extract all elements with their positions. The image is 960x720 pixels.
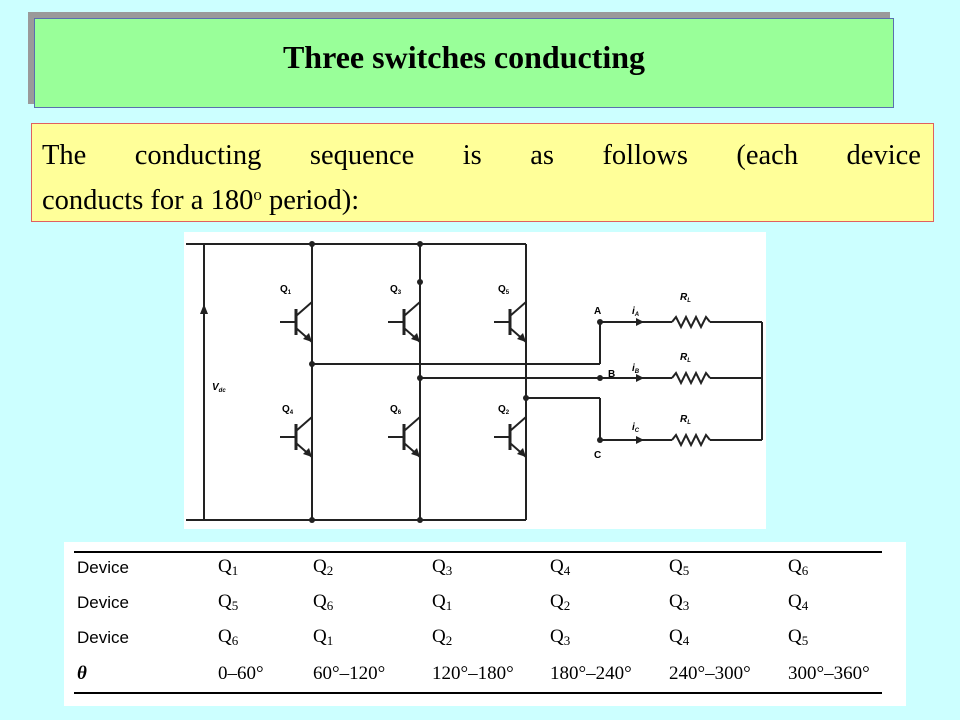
desc-word: sequence: [309, 140, 415, 171]
table-cell: Q3: [432, 556, 453, 578]
description-line-2: conducts for a 180o period):: [42, 175, 921, 220]
table-cell: Q1: [313, 626, 334, 648]
table-cell: 120°–180°: [432, 663, 514, 684]
transistor-q2-icon: [492, 415, 528, 459]
table-cell: Q2: [432, 626, 453, 648]
resistor-b-icon: [671, 372, 711, 384]
transistor-q3-icon: [386, 300, 422, 344]
label-q5: Q5: [498, 284, 510, 296]
desc-word: conducting: [134, 140, 262, 171]
label-q1: Q1: [280, 284, 292, 296]
table-cell: Q1: [432, 591, 453, 613]
description-box: The conducting sequence is as follows (e…: [31, 123, 934, 222]
desc-word: device: [846, 140, 921, 171]
table-cell: Q6: [788, 556, 809, 578]
table-cell: Q6: [218, 626, 239, 648]
description-line-1: The conducting sequence is as follows (e…: [42, 136, 921, 175]
table-cell: Q4: [550, 556, 571, 578]
table-cell: Q2: [313, 556, 334, 578]
transistor-q6-icon: [386, 415, 422, 459]
desc-word: The: [42, 140, 87, 171]
transistor-q1-icon: [278, 300, 314, 344]
table-cell: 180°–240°: [550, 663, 632, 684]
load-c-label: RL: [680, 414, 691, 426]
table-cell: 300°–360°: [788, 663, 870, 684]
table-cell: Q4: [669, 626, 690, 648]
node-c-label: C: [594, 450, 601, 461]
current-a-label: iA: [632, 306, 639, 318]
current-b-label: iB: [632, 363, 640, 375]
table-cell: Q5: [669, 556, 690, 578]
row-label: Device: [77, 593, 129, 612]
table-cell: 240°–300°: [669, 663, 751, 684]
transistor-q4-icon: [278, 415, 314, 459]
label-q4: Q4: [282, 404, 294, 416]
table-cell: Q5: [218, 591, 239, 613]
transistor-q5-icon: [492, 300, 528, 344]
current-c-label: iC: [632, 422, 640, 434]
row-label: Device: [77, 628, 129, 647]
current-arrow-a-icon: [636, 318, 644, 326]
table-top-rule: [74, 551, 882, 553]
table-cell: Q1: [218, 556, 239, 578]
label-vdc: Vdc: [212, 382, 226, 394]
desc-word: as: [530, 140, 554, 171]
current-arrow-b-icon: [636, 374, 644, 382]
table-cell: 60°–120°: [313, 663, 386, 684]
node-a-label: A: [594, 306, 601, 317]
table-cell: Q2: [550, 591, 571, 613]
page-title: Three switches conducting: [282, 39, 646, 75]
table-bottom-rule: [74, 692, 882, 694]
current-arrow-c-icon: [636, 436, 644, 444]
conduction-table: Device Q1 Q2 Q3 Q4 Q5 Q6 Device Q5 Q6 Q1…: [64, 542, 906, 706]
table-cell: Q5: [788, 626, 809, 648]
table-cell: Q4: [788, 591, 809, 613]
degree-superscript: o: [253, 185, 262, 204]
table-cell: Q3: [669, 591, 690, 613]
row-label-theta: θ: [77, 663, 87, 684]
row-label: Device: [77, 558, 129, 577]
desc-text: period):: [261, 185, 360, 216]
table-cell: Q3: [550, 626, 571, 648]
inverter-circuit: Q1 Q3 Q5 Q4 Q6 Q2 Vdc A B C iA iB iC RL …: [184, 232, 766, 529]
desc-word: follows: [602, 140, 688, 171]
load-b-label: RL: [680, 352, 691, 364]
desc-word: (each: [736, 140, 799, 171]
title-box: Three switches conducting: [34, 18, 894, 108]
table-cell: Q6: [313, 591, 334, 613]
table-cell: 0–60°: [218, 663, 264, 684]
inverter-schematic: Q1 Q3 Q5 Q4 Q6 Q2 Vdc A B C iA iB iC RL …: [186, 241, 763, 523]
label-q2: Q2: [498, 404, 510, 416]
load-a-label: RL: [680, 292, 691, 304]
label-q3: Q3: [390, 284, 402, 296]
resistor-a-icon: [671, 316, 711, 328]
vdc-arrowhead: [200, 304, 208, 314]
node-b-label: B: [608, 369, 615, 380]
label-q6: Q6: [390, 404, 402, 416]
desc-word: is: [462, 140, 482, 171]
desc-text: conducts for a 180: [42, 185, 254, 216]
resistor-c-icon: [671, 434, 711, 446]
